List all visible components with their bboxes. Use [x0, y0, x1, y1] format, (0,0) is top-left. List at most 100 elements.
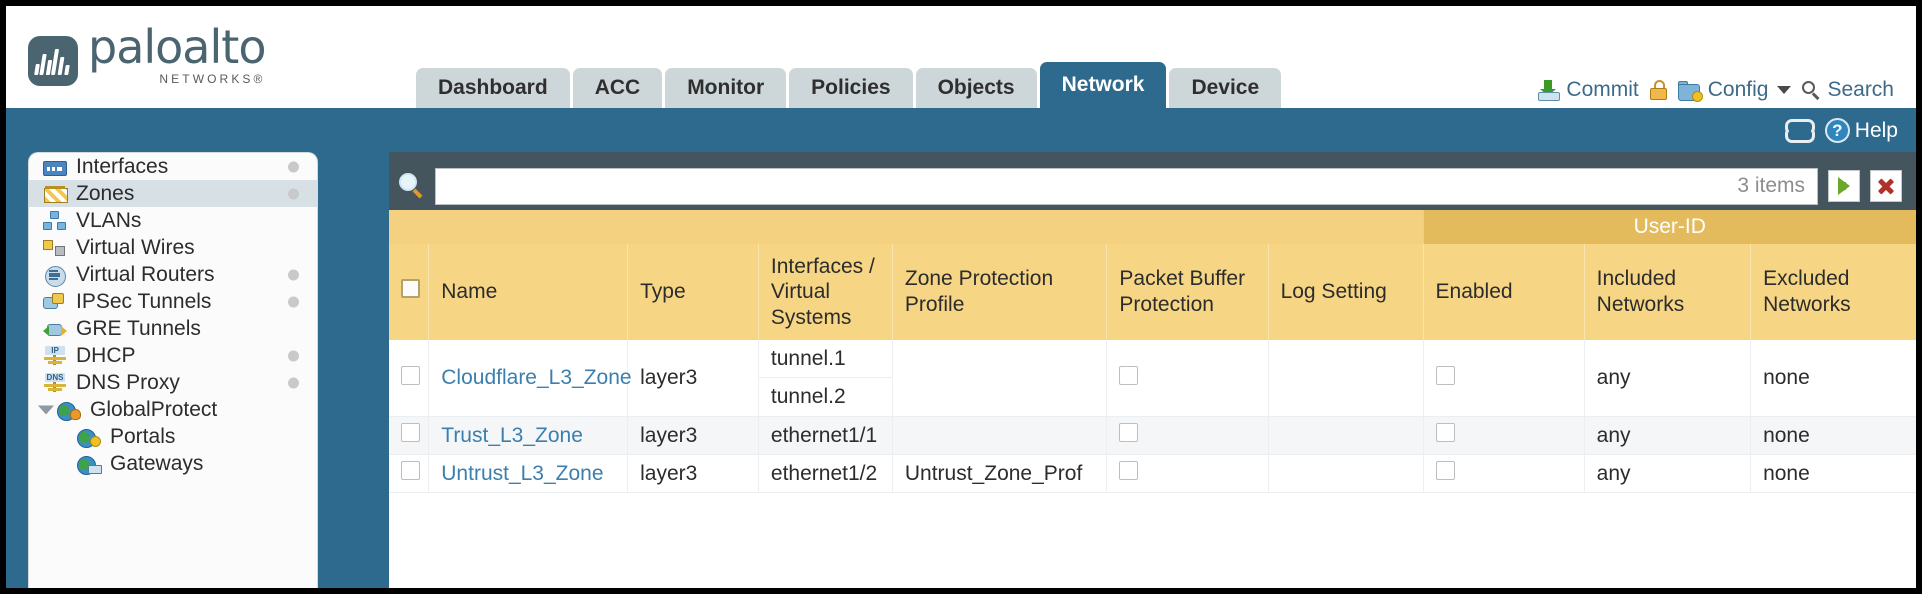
lock-button[interactable]: [1649, 80, 1667, 100]
column-header-enabled[interactable]: Enabled: [1422, 244, 1585, 340]
row-select-cell: [389, 340, 429, 417]
packet-buffer-protection-checkbox[interactable]: [1119, 365, 1139, 385]
cell-type: layer3: [627, 340, 759, 417]
interfaces-icon: [43, 160, 67, 176]
table-group-header-row: User-ID: [389, 210, 1916, 244]
arrow-right-icon: [1838, 177, 1850, 195]
sidebar-item-virtual-routers[interactable]: Virtual Routers: [29, 261, 317, 288]
sidebar-item-virtual-wires[interactable]: Virtual Wires: [29, 234, 317, 261]
sidebar-item-dns-proxy[interactable]: DNS DNS Proxy: [29, 369, 317, 396]
packet-buffer-protection-checkbox[interactable]: [1119, 423, 1139, 442]
chevron-down-icon: [1777, 86, 1792, 94]
row-checkbox[interactable]: [401, 365, 420, 385]
tab-objects[interactable]: Objects: [915, 68, 1037, 108]
column-header-name[interactable]: Name: [428, 244, 628, 340]
config-menu-button[interactable]: Config: [1677, 78, 1792, 102]
commit-label: Commit: [1566, 78, 1639, 101]
help-button[interactable]: ? Help: [1824, 118, 1898, 143]
sidebar-item-portals[interactable]: Portals: [29, 423, 317, 450]
sidebar-item-interfaces[interactable]: Interfaces: [29, 153, 317, 180]
commit-button[interactable]: Commit: [1538, 78, 1639, 102]
sidebar-item-ipsec-tunnels[interactable]: IPSec Tunnels: [29, 288, 317, 315]
utility-actions: ? Help: [1784, 118, 1898, 143]
sidebar-item-dhcp[interactable]: IP DHCP: [29, 342, 317, 369]
tab-device[interactable]: Device: [1169, 68, 1282, 108]
sidebar-item-globalprotect[interactable]: GlobalProtect: [29, 396, 317, 423]
zones-table-container: User-ID Name Type Interfaces / Virtual S…: [389, 210, 1916, 588]
sidebar-item-label: Portals: [110, 424, 176, 448]
main-content: 3 items User-ID: [389, 152, 1916, 588]
clear-filter-button[interactable]: [1870, 170, 1902, 202]
userid-enabled-checkbox[interactable]: [1435, 423, 1455, 442]
tab-dashboard[interactable]: Dashboard: [416, 68, 570, 108]
cell-packet-buffer-protection: [1106, 340, 1269, 417]
column-header-log-setting[interactable]: Log Setting: [1267, 244, 1424, 340]
network-sidebar: Interfaces Zones VLANs Virtual Wires Vir…: [28, 152, 318, 588]
refresh-icon[interactable]: [1784, 118, 1815, 143]
virtual-routers-icon: [43, 265, 67, 287]
zone-name-link[interactable]: Cloudflare_L3_Zone: [441, 366, 632, 389]
sidebar-item-gateways[interactable]: Gateways: [29, 450, 317, 477]
column-header-packet-buffer-protection[interactable]: Packet Buffer Protection: [1106, 244, 1269, 340]
group-header-userid: User-ID: [1422, 210, 1916, 244]
userid-enabled-checkbox[interactable]: [1435, 365, 1455, 385]
tab-monitor[interactable]: Monitor: [665, 68, 787, 108]
zone-name-link[interactable]: Untrust_L3_Zone: [441, 461, 604, 485]
table-body: Cloudflare_L3_Zone layer3 tunnel.1 tunne…: [389, 340, 1916, 493]
cell-type: layer3: [627, 416, 759, 455]
filter-search-icon[interactable]: [399, 173, 425, 199]
cell-log-setting: [1267, 454, 1424, 493]
apply-filter-button[interactable]: [1828, 170, 1860, 202]
select-all-checkbox[interactable]: [401, 279, 420, 299]
sidebar-item-vlans[interactable]: VLANs: [29, 207, 317, 234]
cell-included-networks: any: [1583, 454, 1751, 493]
row-checkbox[interactable]: [401, 461, 420, 480]
sidebar-item-zones[interactable]: Zones: [29, 180, 317, 207]
tab-network[interactable]: Network: [1039, 62, 1167, 108]
dhcp-icon: IP: [43, 345, 67, 366]
brand-logo[interactable]: paloalto NETWORKS®: [28, 24, 266, 86]
sidebar-item-label: IPSec Tunnels: [76, 289, 212, 313]
gateways-icon: [77, 454, 102, 475]
sidebar-item-label: Gateways: [110, 451, 204, 475]
select-all-header: [389, 244, 429, 340]
column-header-zone-protection-profile[interactable]: Zone Protection Profile: [891, 244, 1107, 340]
table-header-row: Name Type Interfaces / Virtual Systems Z…: [389, 244, 1916, 340]
zone-name-link[interactable]: Trust_L3_Zone: [441, 423, 583, 447]
row-checkbox[interactable]: [401, 423, 420, 442]
ipsec-tunnels-icon: [43, 292, 67, 312]
sidebar-item-gre-tunnels[interactable]: GRE Tunnels: [29, 315, 317, 342]
cell-zone-protection-profile: [891, 340, 1107, 417]
column-header-interfaces[interactable]: Interfaces / Virtual Systems: [757, 244, 893, 340]
sidebar-item-label: VLANs: [76, 208, 142, 232]
cell-interfaces: ethernet1/2: [757, 454, 893, 493]
table-row[interactable]: Trust_L3_Zone layer3 ethernet1/1 any: [389, 416, 1916, 455]
search-button[interactable]: Search: [1802, 78, 1894, 102]
filter-bar: 3 items: [389, 164, 1916, 208]
cell-type: layer3: [627, 454, 759, 493]
table-row[interactable]: Untrust_L3_Zone layer3 ethernet1/2 Untru…: [389, 454, 1916, 493]
search-input[interactable]: 3 items: [435, 167, 1818, 205]
column-header-excluded-networks[interactable]: Excluded Networks: [1750, 244, 1916, 340]
cell-included-networks: any: [1583, 416, 1751, 455]
main-nav-tabs: Dashboard ACC Monitor Policies Objects N…: [416, 62, 1282, 108]
top-bar: paloalto NETWORKS® Dashboard ACC Monitor…: [6, 6, 1916, 108]
column-header-type[interactable]: Type: [627, 244, 759, 340]
column-header-included-networks[interactable]: Included Networks: [1583, 244, 1751, 340]
cell-userid-enabled: [1422, 454, 1585, 493]
expand-collapse-arrow-icon[interactable]: [38, 405, 54, 414]
cell-userid-enabled: [1422, 416, 1585, 455]
zones-icon: [43, 184, 68, 204]
search-label: Search: [1827, 78, 1894, 101]
packet-buffer-protection-checkbox[interactable]: [1119, 461, 1139, 480]
row-select-cell: [389, 454, 429, 493]
userid-enabled-checkbox[interactable]: [1435, 461, 1455, 480]
tab-policies[interactable]: Policies: [789, 68, 913, 108]
sidebar-item-label: GRE Tunnels: [76, 316, 201, 340]
virtual-wires-icon: [43, 238, 67, 258]
tab-acc[interactable]: ACC: [572, 68, 663, 108]
cell-packet-buffer-protection: [1106, 454, 1269, 493]
status-dot: [288, 161, 299, 172]
cell-name: Trust_L3_Zone: [428, 416, 628, 455]
